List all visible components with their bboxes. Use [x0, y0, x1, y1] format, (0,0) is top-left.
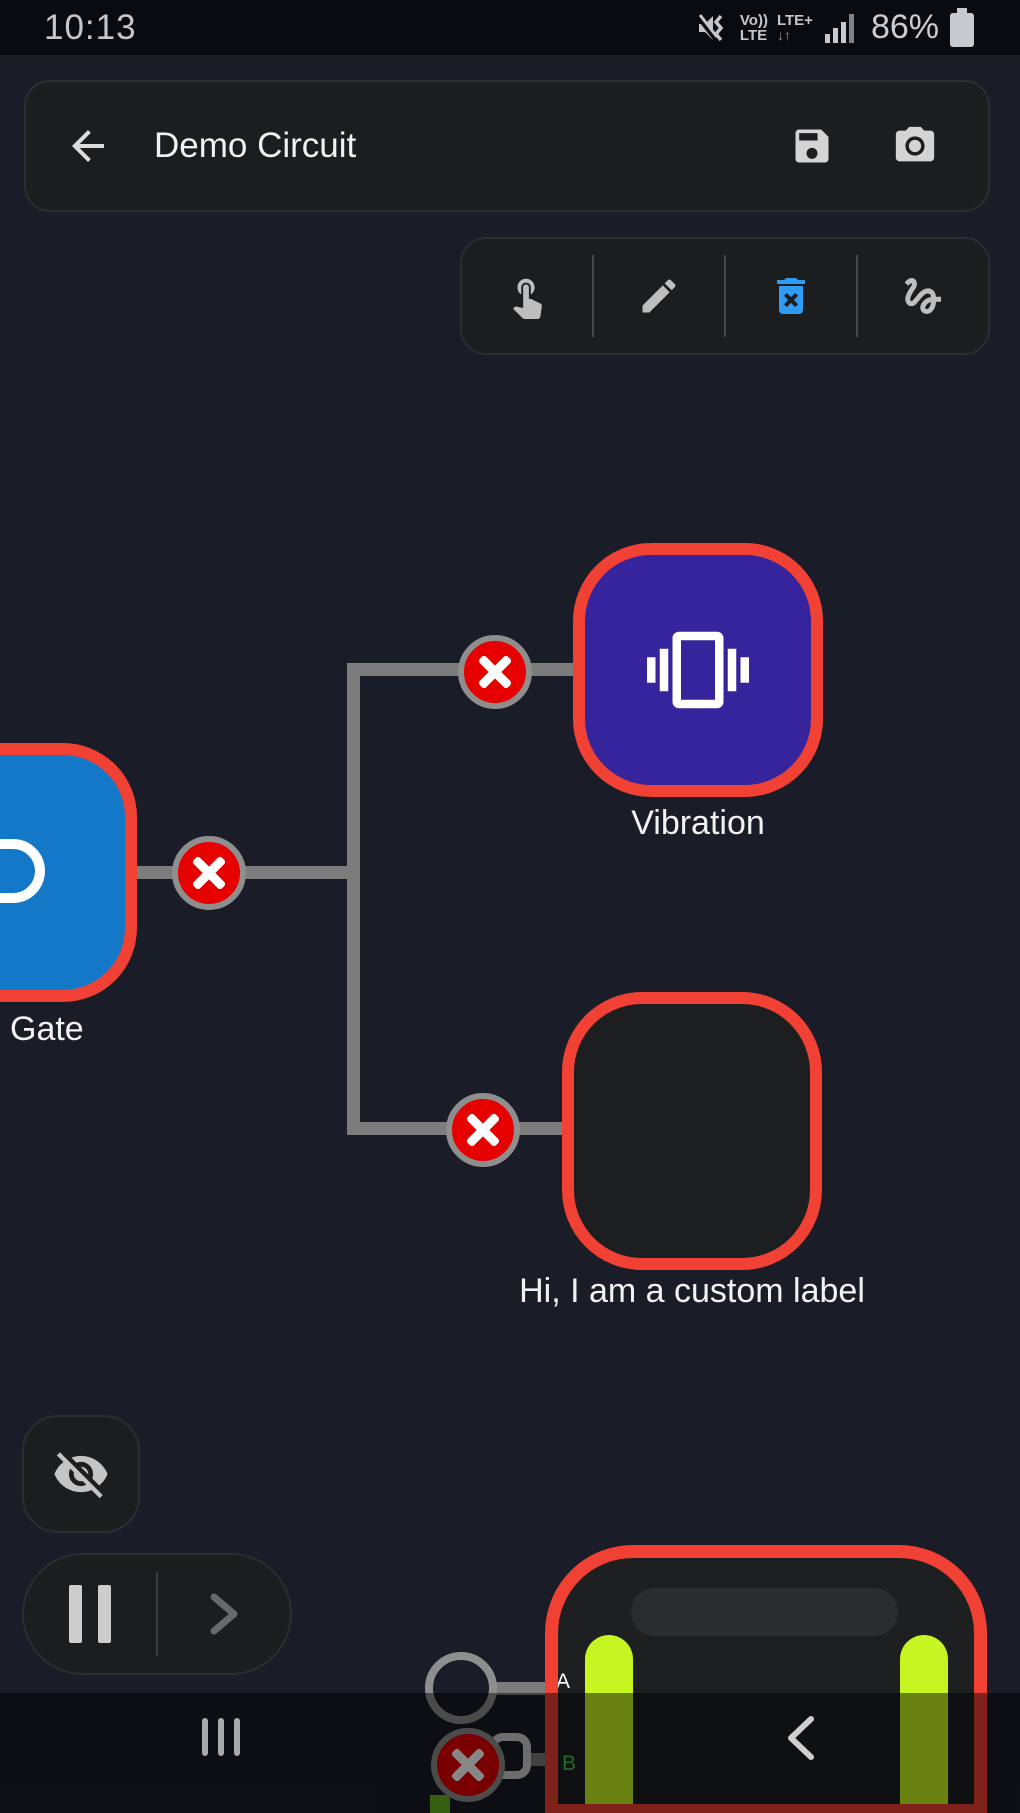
connector-gate-output[interactable] [172, 836, 246, 910]
pencil-icon [642, 279, 676, 313]
port-b-label: B [562, 1752, 577, 1775]
node-custom[interactable] [562, 992, 822, 1270]
volte-indicator: Vo)) LTE [739, 11, 768, 44]
gesture-icon [904, 278, 941, 314]
touch-icon [513, 278, 542, 319]
node-custom-label: Hi, I am a custom label [519, 1272, 865, 1310]
node-phone[interactable]: A B [545, 1545, 987, 1813]
step-chevron-icon [210, 1593, 238, 1635]
eye-off-icon [54, 1452, 108, 1499]
tool-delete[interactable] [726, 239, 856, 353]
led-bar-left [585, 1635, 633, 1804]
tool-gesture[interactable] [858, 239, 988, 353]
nav-recents-button[interactable] [202, 1718, 240, 1756]
lte-indicator: LTE+ ↓↑ [776, 11, 813, 43]
battery-percent: 86% [870, 8, 939, 46]
tool-edit[interactable] [594, 239, 724, 353]
node-gate-label: Gate [10, 1010, 84, 1048]
app-bar: Demo Circuit [24, 80, 990, 212]
tool-palette [460, 237, 990, 355]
back-chevron-icon [788, 1716, 814, 1760]
arrow-back-icon [72, 130, 104, 162]
divider [156, 1572, 158, 1656]
signal-bars-icon [824, 13, 854, 43]
pause-icon [69, 1585, 111, 1643]
wire-trunk[interactable] [347, 663, 360, 1135]
pause-button[interactable] [24, 1555, 156, 1673]
connector-vibration-input[interactable] [458, 635, 532, 709]
hide-ui-button[interactable] [22, 1415, 140, 1533]
battery-icon [950, 7, 974, 47]
status-bar: 10:13 Vo)) LTE LTE+ ↓↑ 86% [0, 0, 1020, 55]
save-button[interactable] [790, 124, 834, 168]
vibration-icon [647, 631, 749, 709]
connector-phone-input[interactable] [431, 1728, 505, 1802]
android-nav-bar [0, 1693, 1020, 1813]
node-vibration[interactable] [573, 543, 823, 797]
simulation-controls [22, 1553, 292, 1675]
node-gate[interactable] [0, 743, 137, 1002]
port-a-label: A [556, 1670, 571, 1693]
step-button[interactable] [158, 1555, 290, 1673]
gate-icon [0, 839, 45, 903]
nav-back-button[interactable] [782, 1711, 820, 1765]
tool-touch[interactable] [462, 239, 592, 353]
node-vibration-label: Vibration [631, 804, 765, 842]
back-button[interactable] [64, 122, 112, 170]
save-icon [795, 129, 829, 163]
green-wire-stub[interactable] [430, 1795, 450, 1813]
page-title: Demo Circuit [154, 126, 357, 165]
phone-speaker-slot [631, 1588, 898, 1636]
output-ring-connector[interactable] [425, 1652, 497, 1724]
wire-ring-stub[interactable] [494, 1682, 558, 1695]
trash-x-icon [777, 278, 805, 314]
vibrate-icon [696, 13, 724, 41]
led-bar-right [900, 1635, 948, 1804]
wire-gate-to-trunk[interactable] [137, 866, 360, 879]
camera-icon [895, 126, 935, 162]
connector-custom-input[interactable] [446, 1093, 520, 1167]
screenshot-button[interactable] [892, 123, 938, 169]
clock: 10:13 [44, 7, 137, 47]
